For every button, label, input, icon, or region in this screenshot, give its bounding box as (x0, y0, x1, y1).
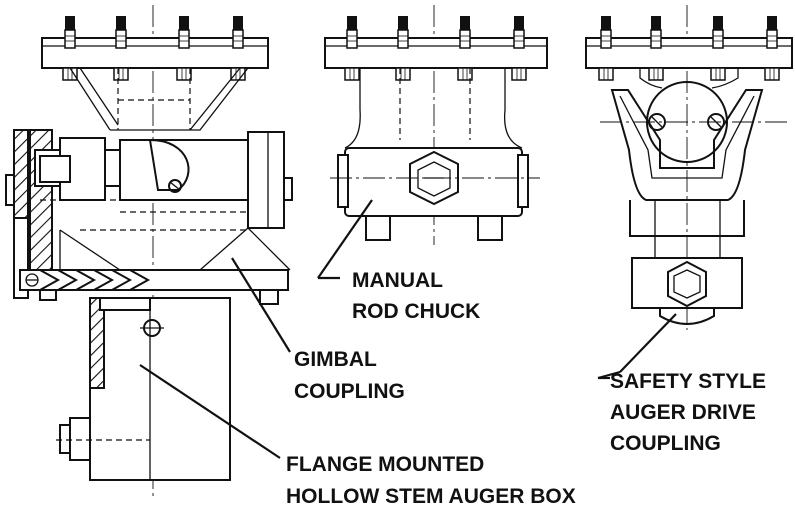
safety-label-line3: COUPLING (610, 432, 721, 455)
top-mounting-plate (324, 37, 548, 69)
chuck-body (344, 147, 523, 217)
gimbal-label-line1: GIMBAL (294, 348, 377, 371)
hex-collar (631, 257, 743, 309)
bolt (176, 15, 192, 81)
mid-flange-plate (19, 269, 289, 291)
gimbal-cross (119, 139, 251, 201)
gimbal-leader (231, 257, 291, 353)
manual-rod-chuck-assembly (324, 5, 548, 245)
gimbal-label-line2: COUPLING (294, 380, 405, 403)
hex-nut (409, 150, 459, 206)
safety-label-line2: AUGER DRIVE (610, 401, 756, 424)
bolt (113, 15, 129, 81)
manual-label-line1: MANUAL (352, 269, 443, 292)
flange-label-line1: FLANGE MOUNTED (286, 453, 484, 476)
flange-label-line2: HOLLOW STEM AUGER BOX (286, 485, 576, 508)
safety-leader (619, 313, 677, 373)
safety-yoke (610, 89, 764, 201)
gimbal-coupling-assembly (5, 5, 293, 500)
bolt (62, 15, 78, 81)
top-mounting-plate (585, 37, 793, 69)
manual-label-line2: ROD CHUCK (352, 300, 480, 323)
top-mounting-plate (41, 37, 269, 69)
safety-label-line1: SAFETY STYLE (610, 370, 766, 393)
manual-leader (317, 199, 373, 279)
flange-leader (139, 364, 281, 459)
safety-coupling-assembly (585, 5, 793, 330)
